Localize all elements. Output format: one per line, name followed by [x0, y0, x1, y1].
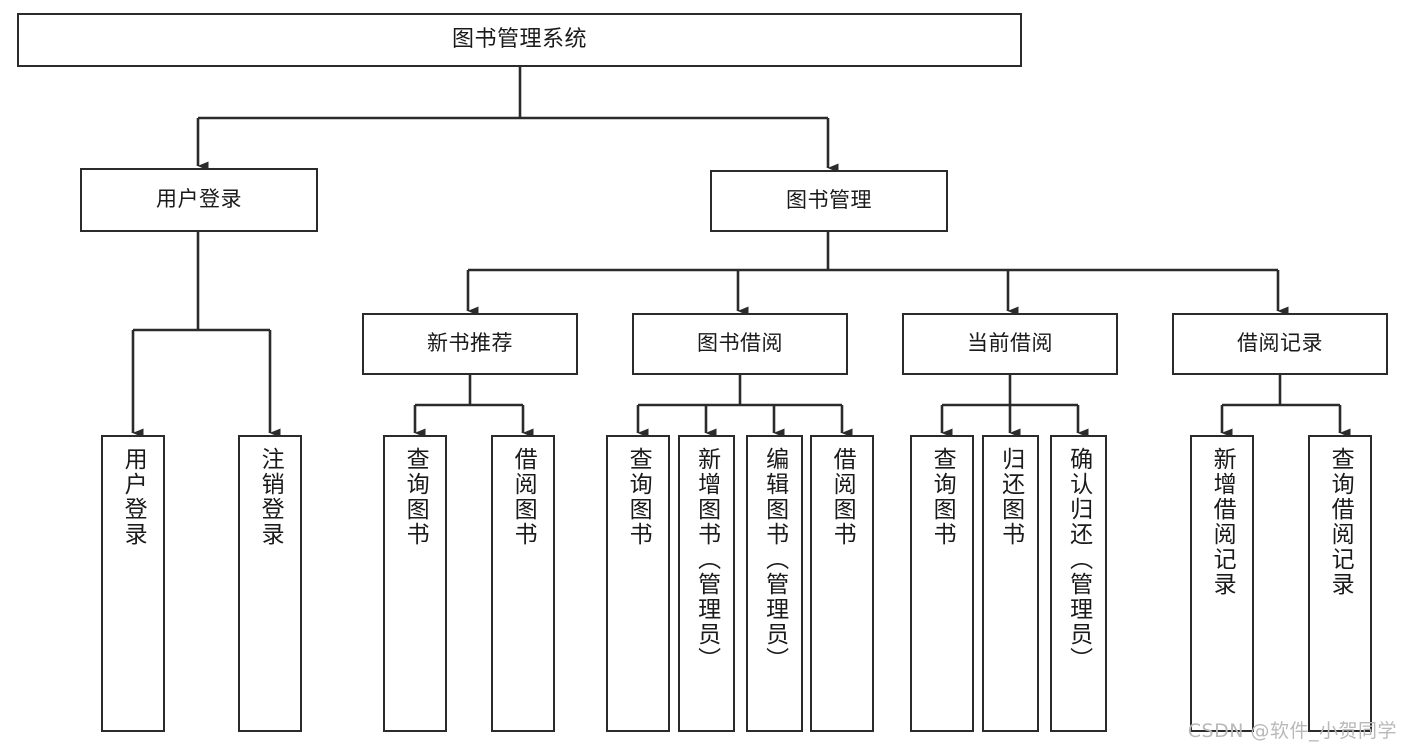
leaf-query-book-3-label: 查询图书 — [929, 447, 956, 547]
leaf-confirm-return-label: 确认归还（管理员） — [1065, 447, 1092, 672]
leaf-query-book-2[interactable]: 查询图书 — [606, 435, 670, 732]
node-new-book-recommend[interactable]: 新书推荐 — [362, 313, 578, 375]
leaf-borrow-book-1[interactable]: 借阅图书 — [491, 435, 555, 732]
leaf-confirm-return[interactable]: 确认归还（管理员） — [1050, 435, 1107, 732]
node-book-manage-label: 图书管理 — [786, 188, 872, 213]
leaf-logout-label: 注销登录 — [257, 447, 284, 547]
leaf-query-book-1-label: 查询图书 — [402, 447, 429, 547]
csdn-watermark: CSDN @软件_小贺同学 — [1187, 720, 1397, 742]
node-book-borrow-label: 图书借阅 — [697, 331, 783, 356]
node-user-login-label: 用户登录 — [156, 187, 242, 212]
leaf-query-book-3[interactable]: 查询图书 — [910, 435, 974, 732]
leaf-user-login[interactable]: 用户登录 — [101, 435, 165, 732]
leaf-add-record[interactable]: 新增借阅记录 — [1190, 435, 1254, 732]
node-book-borrow[interactable]: 图书借阅 — [632, 313, 848, 375]
leaf-query-record-label: 查询借阅记录 — [1327, 447, 1354, 597]
leaf-user-login-label: 用户登录 — [120, 447, 147, 547]
leaf-query-record[interactable]: 查询借阅记录 — [1308, 435, 1372, 732]
leaf-borrow-book-1-label: 借阅图书 — [510, 447, 537, 547]
node-current-borrow-label: 当前借阅 — [967, 331, 1053, 356]
leaf-borrow-book-2-label: 借阅图书 — [829, 447, 856, 547]
node-new-book-recommend-label: 新书推荐 — [427, 331, 513, 356]
node-borrow-record[interactable]: 借阅记录 — [1172, 313, 1388, 375]
node-borrow-record-label: 借阅记录 — [1237, 331, 1323, 356]
leaf-add-record-label: 新增借阅记录 — [1209, 447, 1236, 597]
node-root-label: 图书管理系统 — [451, 26, 587, 52]
node-root[interactable]: 图书管理系统 — [17, 13, 1022, 67]
leaf-query-book-1[interactable]: 查询图书 — [383, 435, 447, 732]
leaf-return-book-label: 归还图书 — [997, 447, 1024, 547]
leaf-edit-book-label: 编辑图书（管理员） — [761, 447, 788, 672]
node-user-login[interactable]: 用户登录 — [80, 168, 318, 232]
leaf-borrow-book-2[interactable]: 借阅图书 — [810, 435, 874, 732]
leaf-edit-book[interactable]: 编辑图书（管理员） — [746, 435, 803, 732]
node-current-borrow[interactable]: 当前借阅 — [902, 313, 1118, 375]
leaf-add-book-label: 新增图书（管理员） — [693, 447, 720, 672]
leaf-query-book-2-label: 查询图书 — [625, 447, 652, 547]
node-book-manage[interactable]: 图书管理 — [710, 170, 948, 232]
leaf-return-book[interactable]: 归还图书 — [982, 435, 1039, 732]
leaf-add-book[interactable]: 新增图书（管理员） — [678, 435, 735, 732]
leaf-logout[interactable]: 注销登录 — [238, 435, 302, 732]
